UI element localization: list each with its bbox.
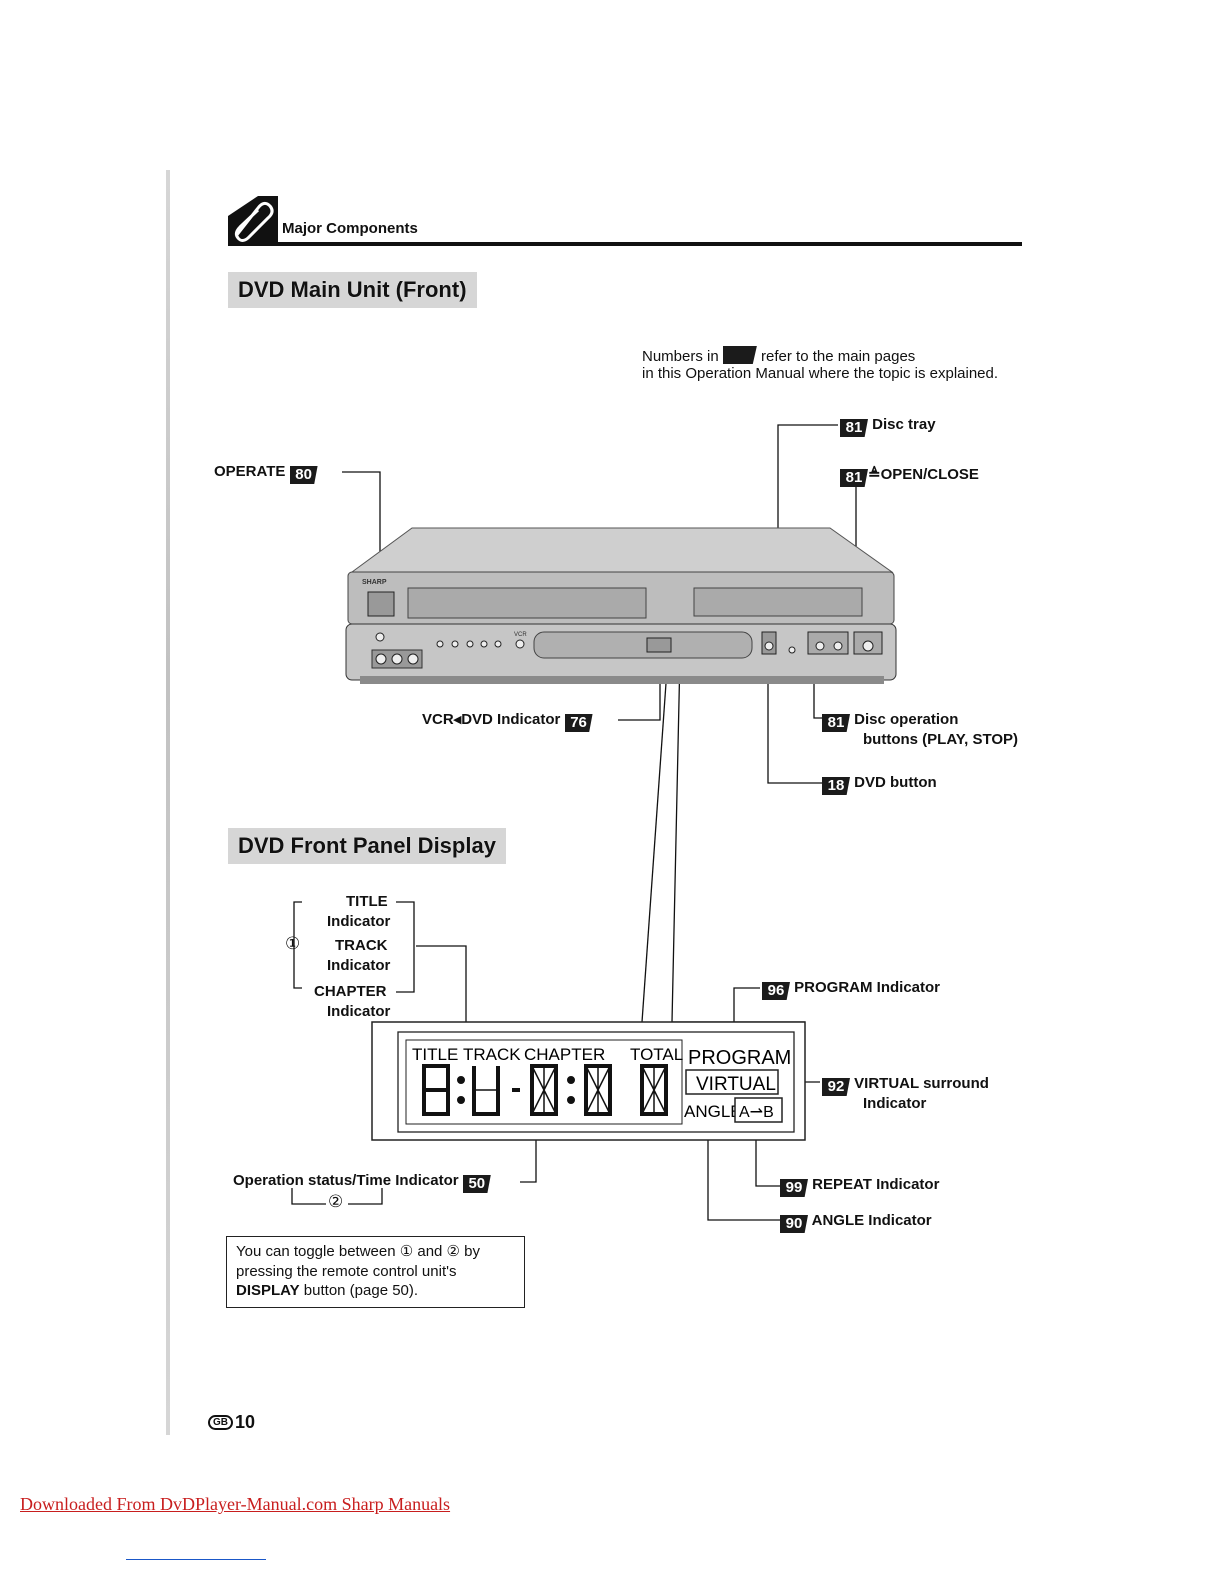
lcd-virtual: VIRTUAL <box>696 1074 776 1095</box>
vcr-print: VCR <box>514 632 527 638</box>
label-op-status: Operation status/Time Indicator 50 <box>233 1172 491 1193</box>
label-disc-tray: 81 Disc tray <box>840 416 936 437</box>
label-virtual: 92 VIRTUAL surround <box>822 1075 989 1096</box>
label-disc-operation: 81 Disc operation <box>822 711 958 732</box>
page-badge: 99 <box>780 1179 808 1197</box>
page-badge: 92 <box>822 1078 850 1096</box>
label-chapter-2: Indicator <box>327 1003 391 1020</box>
label-track-2: Indicator <box>327 957 391 974</box>
label-chapter: CHAPTER <box>314 983 387 1000</box>
intro-line-1: Numbers in refer to the main pages <box>642 346 916 365</box>
section-title-display: DVD Front Panel Display <box>228 828 506 864</box>
label-title: TITLE <box>346 893 388 910</box>
scan-edge <box>166 170 170 1435</box>
brand-text: SHARP <box>362 579 387 586</box>
lcd-ab: A⇀B <box>739 1104 774 1121</box>
circle-2: ② <box>328 1192 344 1211</box>
page-badge: 90 <box>780 1215 808 1233</box>
label-track: TRACK <box>335 937 388 954</box>
lcd-panel: TITLE TRACK CHAPTER TOTAL PROGRAM VIRTUA… <box>371 1021 806 1141</box>
page-badge: 76 <box>564 714 593 732</box>
lcd-chapter: CHAPTER <box>524 1045 605 1064</box>
label-dvd-button: 18 DVD button <box>822 774 937 795</box>
circle-1: ① <box>285 934 301 953</box>
lcd-title: TITLE <box>412 1045 458 1064</box>
lcd-angle: ANGLE <box>684 1102 742 1121</box>
label-virtual-2: Indicator <box>863 1095 927 1112</box>
lcd-total: TOTAL <box>630 1045 683 1064</box>
page-badge: 81 <box>840 419 868 437</box>
section-title-front: DVD Main Unit (Front) <box>228 272 477 308</box>
footer-link[interactable]: Downloaded From DvDPlayer-Manual.com Sha… <box>20 1494 451 1514</box>
label-disc-operation-2: buttons (PLAY, STOP) <box>863 731 1019 748</box>
lcd-track: TRACK <box>463 1045 521 1064</box>
page-badge: 18 <box>822 777 850 795</box>
intro-line-2: in this Operation Manual where the topic… <box>642 365 999 382</box>
label-vcr-dvd-indicator: VCR◂DVD Indicator 76 <box>422 711 593 732</box>
label-open-close: 81≜OPEN/CLOSE <box>840 466 979 487</box>
label-program: 96 PROGRAM Indicator <box>762 979 940 1000</box>
label-title-2: Indicator <box>327 913 391 930</box>
label-angle: 90 ANGLE Indicator <box>780 1212 932 1233</box>
footer-rule <box>126 1559 266 1560</box>
header-title: Major Components <box>282 220 418 237</box>
label-operate: OPERATE 80 <box>214 463 318 484</box>
page-badge: 96 <box>762 982 790 1000</box>
page-badge-icon <box>722 346 757 364</box>
dvd-vcr-unit: SHARP VCR <box>345 527 897 684</box>
page-badge: 81 <box>822 714 850 732</box>
lcd-program: PROGRAM <box>688 1047 791 1069</box>
label-repeat: 99 REPEAT Indicator <box>780 1176 939 1197</box>
header-rule <box>228 242 1022 246</box>
page-badge: 80 <box>289 466 318 484</box>
paperclip-notes-icon <box>228 196 278 242</box>
page-badge: 81 <box>840 469 868 487</box>
lcd-digits <box>422 1064 668 1116</box>
page-badge: 50 <box>462 1175 491 1193</box>
note-box: You can toggle between ① and ② by pressi… <box>226 1236 525 1308</box>
